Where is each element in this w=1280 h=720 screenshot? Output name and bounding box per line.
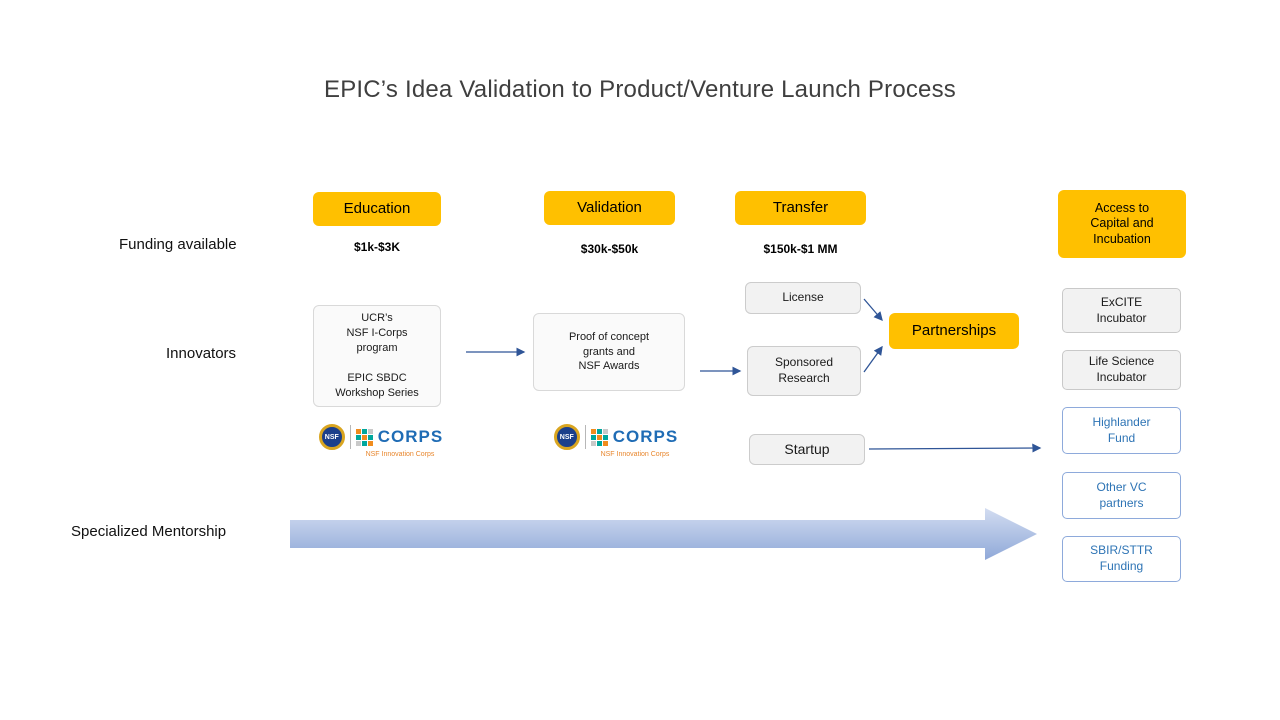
partnerships-box: Partnerships — [889, 313, 1019, 349]
stage-validation: Validation — [544, 191, 675, 225]
corps-wordmark: CORPS — [377, 427, 444, 446]
capital-item-other-vc: Other VC partners — [1062, 472, 1181, 519]
funding-education: $1k-$3K — [353, 240, 401, 254]
row-label-mentorship: Specialized Mentorship — [71, 523, 227, 540]
nsf-icorps-logo-education: NSF CORPS NSF Innovation Corps — [318, 424, 444, 458]
row-label-funding: Funding available — [119, 236, 237, 253]
startup-box: Startup — [749, 434, 865, 465]
nsf-logo-icon: NSF — [318, 424, 345, 450]
capital-item-life-science: Life Science Incubator — [1062, 350, 1181, 390]
stage-education: Education — [313, 192, 441, 226]
nsf-icorps-logo-validation: NSF CORPS NSF Innovation Corps — [553, 424, 679, 458]
capital-item-excite: ExCITE Incubator — [1062, 288, 1181, 333]
capital-item-highlander-fund: Highlander Fund — [1062, 407, 1181, 454]
logo-divider — [584, 425, 586, 449]
nsf-logo-icon: NSF — [553, 424, 580, 450]
validation-program-box: Proof of concept grants and NSF Awards — [533, 313, 685, 391]
arrow-sponsored-to-partnerships — [863, 345, 883, 373]
row-label-innovators: Innovators — [166, 345, 237, 362]
license-box: License — [745, 282, 861, 314]
funding-transfer: $150k-$1 MM — [763, 242, 838, 256]
corps-wordmark: CORPS — [612, 427, 679, 446]
education-program-box: UCR’s NSF I-Corps program EPIC SBDC Work… — [313, 305, 441, 407]
nsf-logo-text: NSF — [559, 433, 574, 441]
stage-transfer: Transfer — [735, 191, 866, 225]
arrow-license-to-partnerships — [863, 298, 883, 322]
slide-title: EPIC’s Idea Validation to Product/Ventur… — [323, 76, 957, 103]
funding-validation: $30k-$50k — [580, 242, 639, 256]
corps-subtext: NSF Innovation Corps — [600, 451, 670, 458]
logo-divider — [349, 425, 351, 449]
arrow-startup-to-capital — [868, 443, 1042, 453]
icorps-squares-icon — [355, 428, 373, 446]
mentorship-arrow — [290, 508, 1037, 560]
sponsored-research-box: Sponsored Research — [747, 346, 861, 396]
icorps-squares-icon — [590, 428, 608, 446]
capital-item-sbir-sttr: SBIR/STTR Funding — [1062, 536, 1181, 582]
corps-subtext: NSF Innovation Corps — [365, 451, 435, 458]
nsf-logo-text: NSF — [324, 433, 339, 441]
stage-access-to-capital: Access to Capital and Incubation — [1058, 190, 1186, 258]
